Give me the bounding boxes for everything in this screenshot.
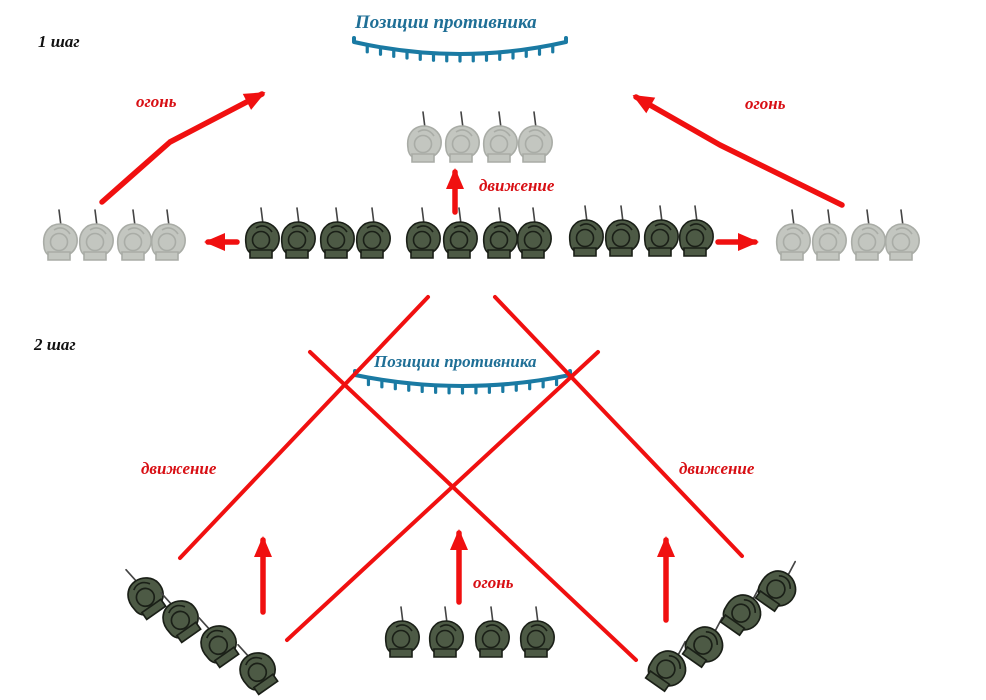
- soldier-icon: [474, 606, 510, 658]
- enemy-arc: [353, 369, 572, 388]
- soldier-ghost-icon: [517, 111, 553, 163]
- soldier-icon: [751, 551, 812, 617]
- arrows-layer: [99, 91, 845, 662]
- soldier-ghost-icon: [150, 209, 186, 261]
- soldier-ghost-icon: [42, 209, 78, 261]
- soldier-icon: [112, 558, 173, 623]
- step1-enemy-line: [352, 36, 568, 63]
- soldier-ghost-icon: [116, 209, 152, 261]
- step2-arrow-left-head: [254, 536, 272, 557]
- soldier-icon: [428, 606, 464, 658]
- soldier-icon: [405, 207, 441, 259]
- soldiers-layer: [42, 111, 920, 698]
- fire-arrow-left: [99, 91, 265, 205]
- cross-line-right-to-left: [285, 350, 600, 642]
- soldier-icon: [280, 207, 316, 259]
- soldier-icon: [482, 207, 518, 259]
- soldier-ghost-icon: [850, 209, 886, 261]
- cross-line-left-to-right: [308, 350, 638, 662]
- soldier-icon: [442, 207, 478, 259]
- soldier-icon: [319, 207, 355, 259]
- step2-title: 2 шаг: [34, 335, 76, 354]
- soldier-ghost-icon: [444, 111, 480, 163]
- soldier-icon: [355, 207, 391, 259]
- step2-enemy-line: [353, 369, 572, 395]
- soldier-ghost-icon: [775, 209, 811, 261]
- soldier-ghost-icon: [482, 111, 518, 163]
- soldier-ghost-icon: [811, 209, 847, 261]
- move-arrow-forward-head: [446, 168, 464, 189]
- step2-arrow-center-head: [450, 529, 468, 550]
- move-line-right: [493, 295, 744, 558]
- enemy-arc: [352, 36, 568, 56]
- move-arrow-left-head: [204, 233, 225, 251]
- soldier-icon: [678, 205, 714, 257]
- step2-enemy-label: Позиции противника: [374, 352, 537, 371]
- step1-fire-right-label: огонь: [745, 94, 786, 113]
- fire-arrow-right-head: [632, 95, 656, 114]
- soldier-icon: [604, 205, 640, 257]
- soldier-ghost-icon: [406, 111, 442, 163]
- soldier-icon: [643, 205, 679, 257]
- step1-move-label: движение: [479, 176, 555, 195]
- soldier-icon: [519, 606, 555, 658]
- step1-fire-left-label: огонь: [136, 92, 177, 111]
- fire-arrow-left-head: [242, 92, 266, 110]
- soldier-icon: [244, 207, 280, 259]
- step1-enemy-label: Позиции противника: [355, 12, 537, 33]
- soldier-icon: [568, 205, 604, 257]
- soldier-icon: [516, 207, 552, 259]
- move-line-left: [178, 295, 430, 560]
- step2-move-right-label: движение: [679, 459, 755, 478]
- soldier-ghost-icon: [884, 209, 920, 261]
- fire-arrow-right: [633, 94, 845, 208]
- move-arrow-right-head: [738, 233, 759, 251]
- step2-move-left-label: движение: [141, 459, 217, 478]
- step1-title: 1 шаг: [38, 32, 80, 51]
- soldier-ghost-icon: [78, 209, 114, 261]
- step2-arrow-right-head: [657, 536, 675, 557]
- soldier-icon: [384, 606, 420, 658]
- step2-fire-label: огонь: [473, 573, 514, 592]
